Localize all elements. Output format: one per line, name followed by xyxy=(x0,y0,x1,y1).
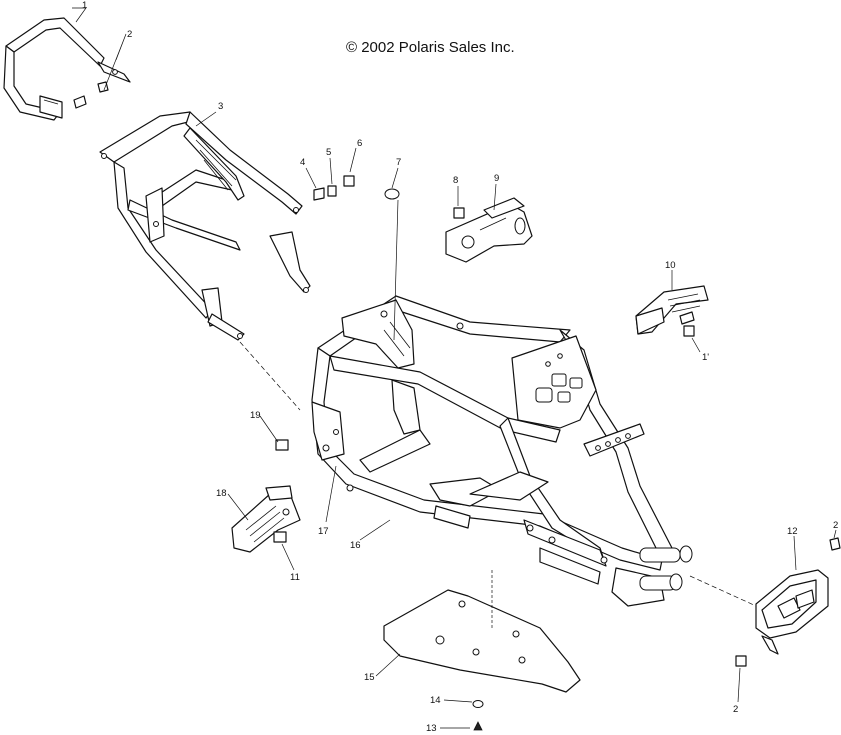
hardware-fasteners xyxy=(273,175,747,731)
callout-2-top: 2 xyxy=(127,29,132,40)
callout-18: 18 xyxy=(216,488,227,499)
callout-12: 12 xyxy=(787,526,798,537)
callout-15: 15 xyxy=(364,672,375,683)
callout-7: 7 xyxy=(396,157,401,168)
callout-11-left: 11 xyxy=(290,572,300,583)
callout-9: 9 xyxy=(494,173,499,184)
leader-lines xyxy=(72,7,837,729)
part-10-right-footrest xyxy=(635,285,709,335)
callout-5: 5 xyxy=(326,147,331,158)
callout-4: 4 xyxy=(300,157,305,168)
part-9-bracket xyxy=(445,197,533,263)
callout-17: 17 xyxy=(318,526,329,537)
part-15-skid-plate xyxy=(383,589,581,693)
callout-13: 13 xyxy=(426,723,437,734)
callout-1: 1 xyxy=(82,0,87,11)
callout-3: 3 xyxy=(218,101,223,112)
callout-10: 10 xyxy=(665,260,676,271)
part-16-main-frame xyxy=(311,295,693,607)
callout-19: 19 xyxy=(250,410,261,421)
callout-2-bottom: 2 xyxy=(733,704,738,715)
part-3-rear-subframe xyxy=(99,111,311,341)
callout-11-right: 1' xyxy=(702,352,709,363)
part-18-left-footrest xyxy=(231,485,301,553)
part-1-rear-bumper xyxy=(3,17,131,121)
callout-8: 8 xyxy=(453,175,458,186)
part-12-front-bumper xyxy=(755,537,841,655)
callout-2-right: 2 xyxy=(833,520,838,531)
callout-14: 14 xyxy=(430,695,441,706)
callout-labels: 1 2 3 4 5 6 7 8 9 10 1' 12 2 2 13 14 15 … xyxy=(82,0,838,734)
callout-6: 6 xyxy=(357,138,362,149)
callout-16: 16 xyxy=(350,540,361,551)
copyright-notice: © 2002 Polaris Sales Inc. xyxy=(346,39,515,56)
